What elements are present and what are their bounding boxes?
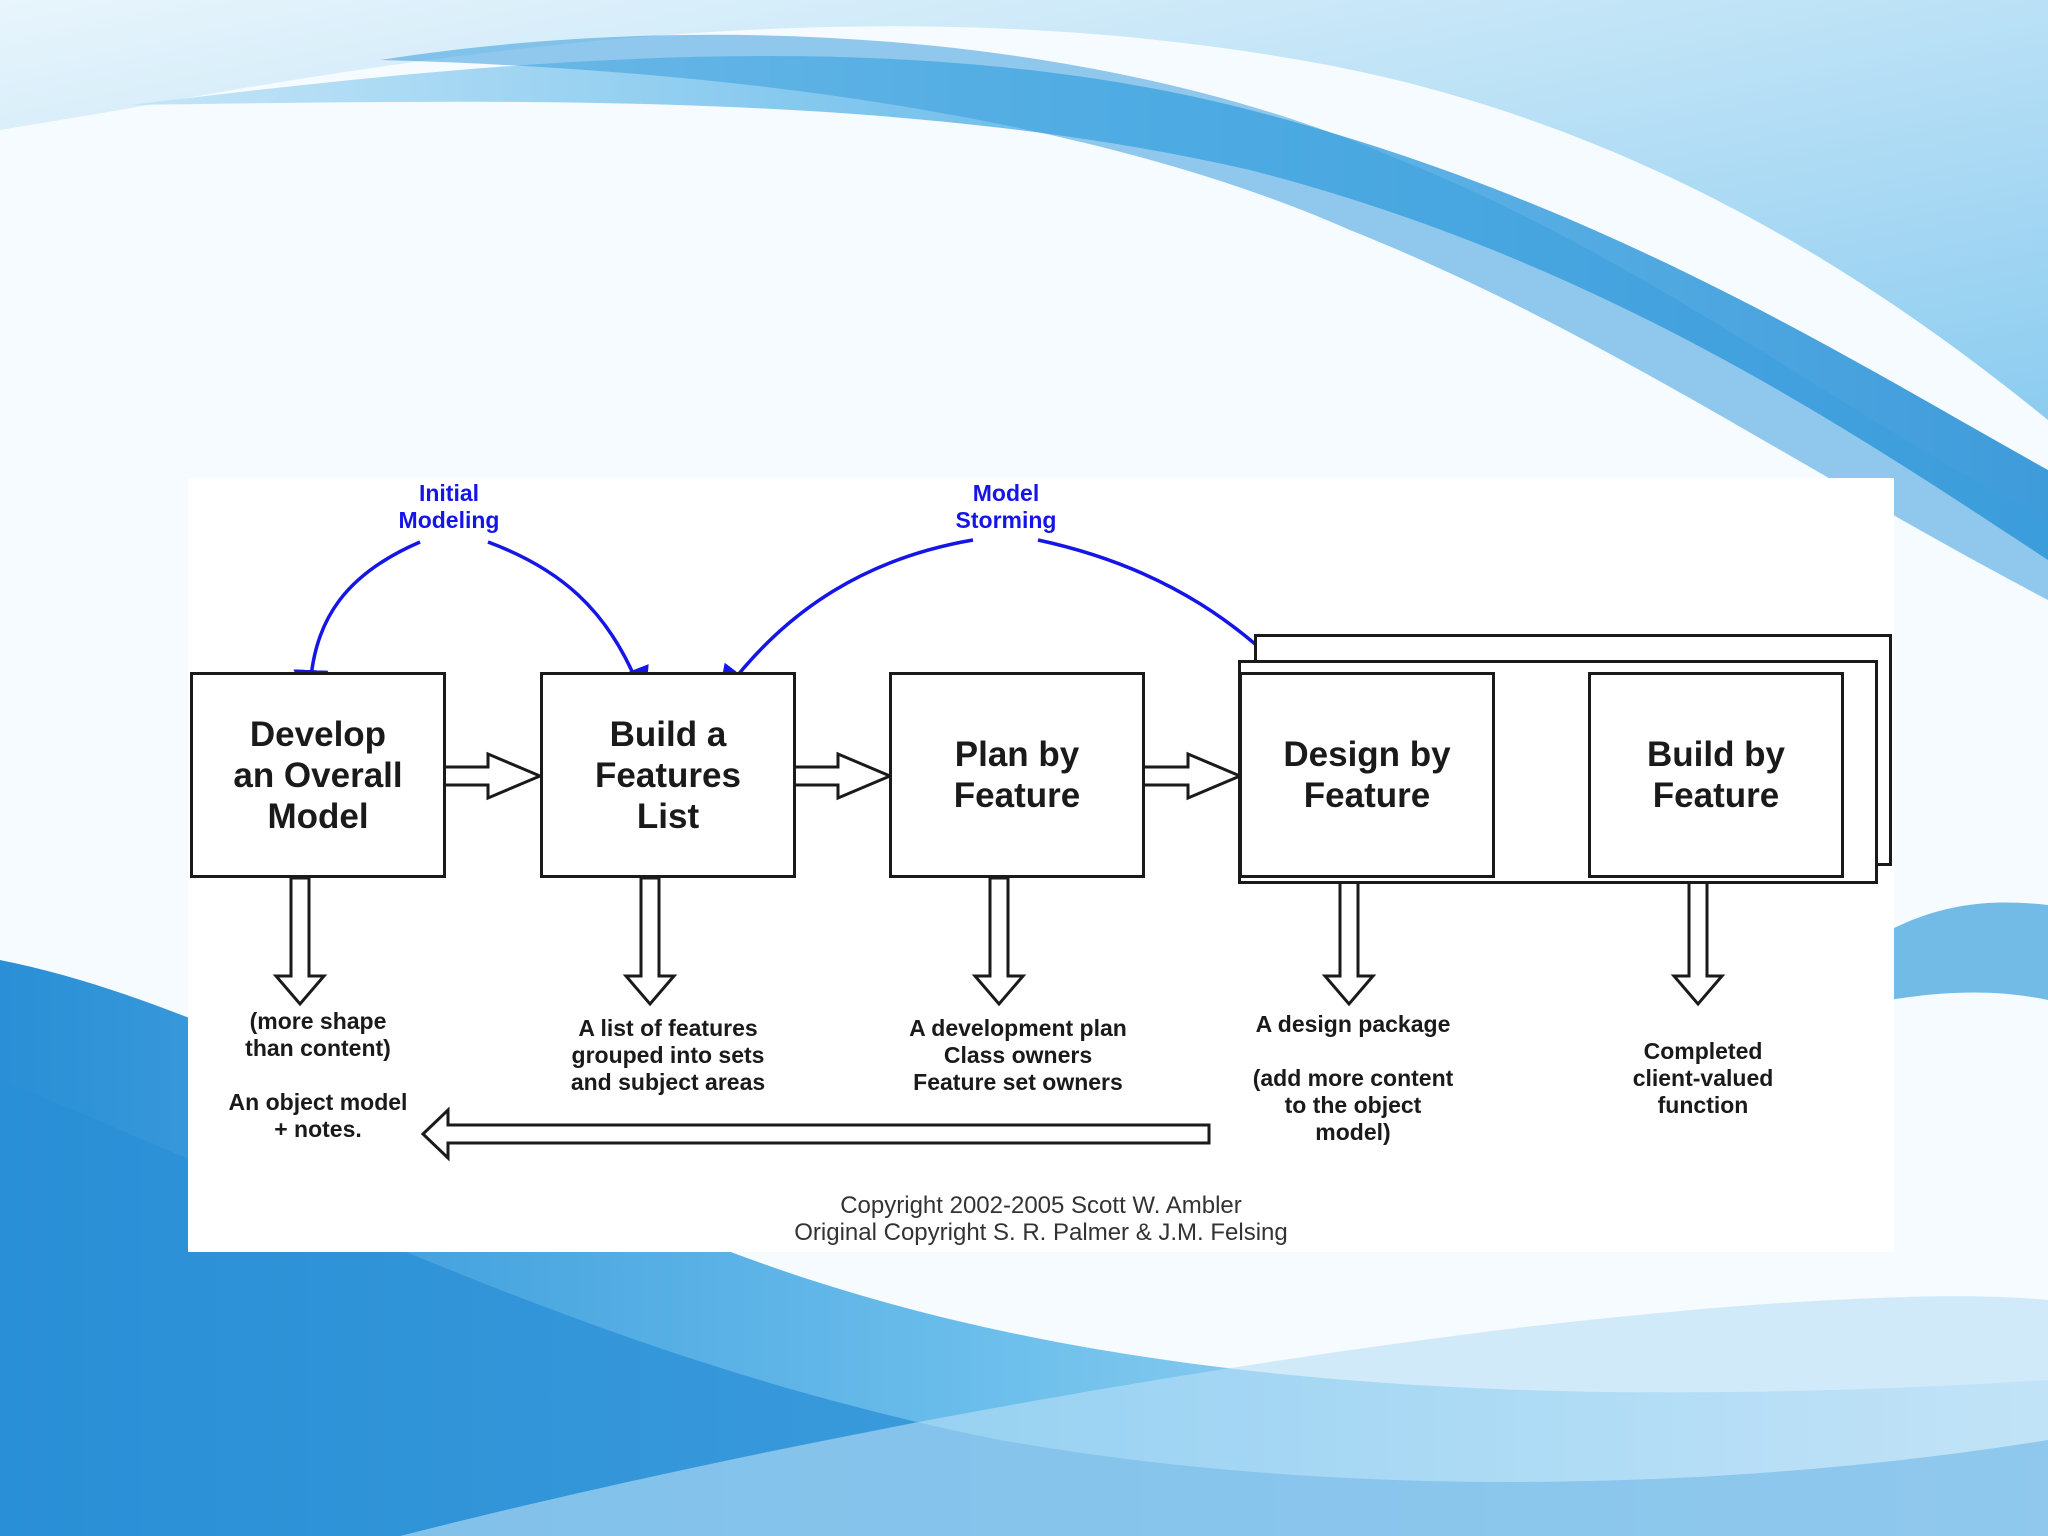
down-arrow — [1321, 876, 1377, 1007]
process-box-develop-model: Develop an Overall Model — [190, 672, 446, 878]
copyright-line-1: Copyright 2002-2005 Scott W. Ambler — [840, 1192, 1242, 1219]
right-arrow — [442, 751, 544, 801]
output-features-list: A list of features grouped into sets and… — [570, 1015, 766, 1095]
feedback-arrow — [420, 1106, 1211, 1162]
process-box-plan-by-feature: Plan by Feature — [889, 672, 1145, 878]
down-arrow — [622, 876, 678, 1007]
model-storming-curve-left — [717, 538, 974, 702]
process-box-design-by-feature: Design by Feature — [1239, 672, 1495, 878]
process-box-build-features-list: Build a Features List — [540, 672, 796, 878]
right-arrow — [1141, 751, 1244, 801]
down-arrow — [272, 876, 328, 1007]
output-plan: A development plan Class owners Feature … — [909, 1015, 1127, 1095]
process-box-build-by-feature: Build by Feature — [1588, 672, 1844, 878]
down-arrow — [1670, 876, 1726, 1007]
initial-modeling-curve-right — [487, 540, 649, 704]
output-develop-model: (more shape than content) An object mode… — [228, 1008, 408, 1142]
model-storming-label: Model Storming — [955, 480, 1057, 533]
initial-modeling-curve-left — [293, 540, 421, 705]
copyright-line-2: Original Copyright S. R. Palmer & J.M. F… — [794, 1219, 1288, 1246]
right-arrow — [792, 751, 894, 801]
output-design-package: A design package (add more content to th… — [1252, 1011, 1454, 1145]
initial-modeling-label: Initial Modeling — [398, 480, 500, 533]
down-arrow — [971, 876, 1027, 1007]
output-completed-function: Completed client-valued function — [1632, 1038, 1774, 1118]
diagram-panel: Develop an Overall Model Build a Feature… — [188, 478, 1894, 1252]
